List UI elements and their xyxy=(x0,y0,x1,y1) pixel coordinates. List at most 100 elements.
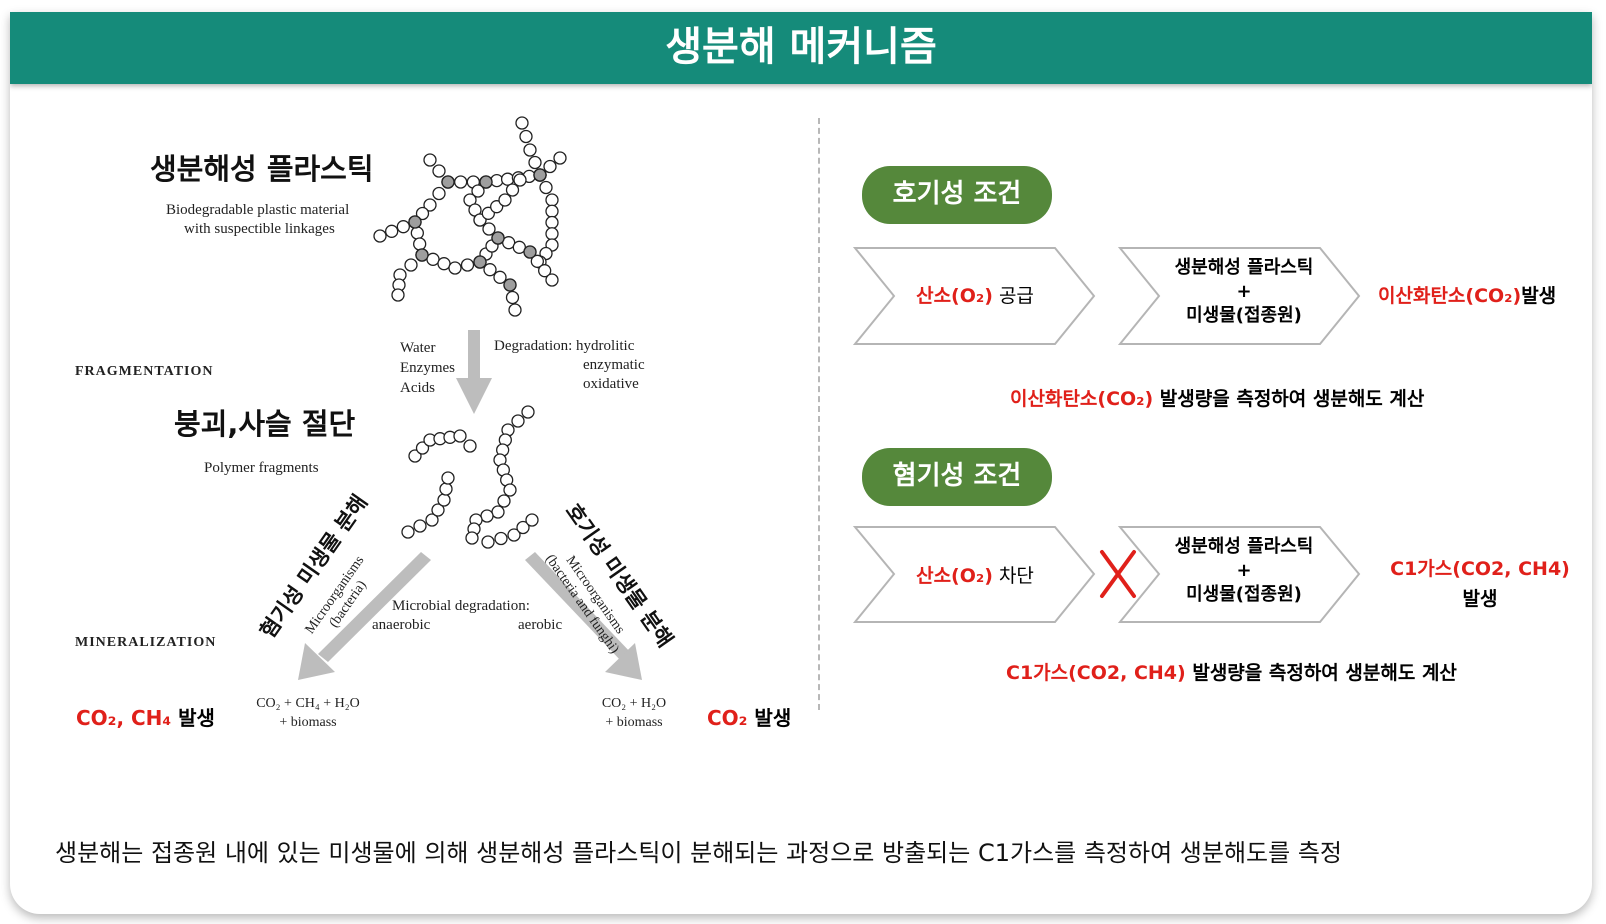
bead xyxy=(491,231,505,245)
bead xyxy=(505,290,520,305)
bead xyxy=(511,414,525,428)
bead xyxy=(507,528,521,542)
bead xyxy=(513,173,527,187)
bead xyxy=(385,224,399,238)
anaerobic-note-gas: C1가스(CO2, CH4) xyxy=(1006,662,1186,684)
bead xyxy=(494,531,508,546)
bead xyxy=(503,278,517,292)
bead xyxy=(426,252,440,266)
polymer-network-illustration xyxy=(373,116,567,317)
bead xyxy=(473,255,487,269)
bead xyxy=(413,519,427,533)
bead xyxy=(425,513,439,527)
bead xyxy=(523,245,537,259)
bead xyxy=(503,483,517,497)
right-emission-word: 발생 xyxy=(747,706,792,730)
bead xyxy=(498,193,512,207)
collapse-title: 붕괴,사슬 절단 xyxy=(174,407,356,441)
left-emission: CO₂, CH₄ 발생 xyxy=(76,702,215,731)
bead xyxy=(553,151,567,165)
right-emission-gas: CO₂ xyxy=(707,706,748,730)
agents-list: Water Enzymes Acids xyxy=(400,338,455,398)
left-products-1: CO₂ + CH₄ + H₂O xyxy=(256,696,360,711)
bead xyxy=(515,116,529,130)
anaerobic-mix-plus: + xyxy=(1236,560,1252,581)
bead xyxy=(497,494,511,508)
agent-enzymes: Enzymes xyxy=(400,360,455,376)
anaerobic-label: anaerobic xyxy=(372,617,431,633)
bead xyxy=(530,254,544,268)
bead xyxy=(415,441,430,455)
bead xyxy=(491,505,505,519)
left-products: CO₂ + CH₄ + H₂O + biomass xyxy=(238,694,378,732)
section-divider xyxy=(818,118,820,710)
degradation-oxidative: oxidative xyxy=(583,376,639,392)
bead xyxy=(432,164,446,178)
anaerobic-result: C1가스(CO2, CH4) 발생 xyxy=(1380,554,1580,614)
anaerobic-mix-microbe: 미생물(접종원) xyxy=(1186,584,1302,605)
bead xyxy=(401,525,415,539)
right-products-1: CO₂ + H₂O xyxy=(601,696,667,711)
bead xyxy=(482,222,496,236)
bead xyxy=(437,257,451,271)
bead xyxy=(415,206,430,221)
anaerobic-mix-text: 생분해성 플라스틱 + 미생물(접종원) xyxy=(1139,535,1349,607)
anaerobic-note-text: 발생량을 측정하여 생분해도 계산 xyxy=(1185,662,1457,684)
bead xyxy=(423,153,437,167)
aerobic-mix-microbe: 미생물(접종원) xyxy=(1186,305,1302,326)
anaerobic-oxygen-text: 산소(O₂) 차단 xyxy=(885,561,1065,588)
right-products: CO₂ + H₂O + biomass xyxy=(584,694,684,732)
bead xyxy=(521,405,535,419)
plastic-title: 생분해성 플라스틱 xyxy=(150,152,374,186)
aerobic-condition-pill: 호기성 조건 xyxy=(862,166,1052,224)
bead xyxy=(479,175,493,189)
right-emission: CO₂ 발생 xyxy=(707,702,791,731)
degradation-arrow xyxy=(456,330,492,414)
anaerobic-arrow xyxy=(298,552,431,680)
bead xyxy=(545,227,559,241)
bead xyxy=(519,129,533,144)
bead xyxy=(396,220,410,234)
aerobic-note-gas: 이산화탄소(CO₂) xyxy=(1010,388,1154,410)
bead xyxy=(523,143,537,157)
aerobic-result-gas: 이산화탄소(CO₂) xyxy=(1378,285,1522,307)
bead xyxy=(431,503,445,517)
left-products-2: + biomass xyxy=(279,715,337,730)
aerobic-supply: 공급 xyxy=(992,285,1034,307)
bead xyxy=(508,303,522,317)
anaerobic-note: C1가스(CO2, CH4) 발생량을 측정하여 생분해도 계산 xyxy=(1006,658,1457,685)
anaerobic-result-word: 발생 xyxy=(1462,588,1498,610)
aerobic-oxygen-chevron xyxy=(852,247,1096,345)
bead xyxy=(441,471,455,485)
bead xyxy=(423,198,437,212)
bead xyxy=(543,159,557,174)
page-title: 생분해 메커니즘 xyxy=(10,12,1592,84)
bead xyxy=(415,248,429,262)
anaerobic-condition-pill: 혐기성 조건 xyxy=(862,448,1052,506)
bead xyxy=(545,273,559,287)
aerobic-result: 이산화탄소(CO₂)발생 xyxy=(1378,281,1556,308)
anaerobic-block: 차단 xyxy=(992,565,1034,587)
bead xyxy=(505,183,520,197)
fragmentation-label: FRAGMENTATION xyxy=(75,364,214,379)
anaerobic-mix-plastic: 생분해성 플라스틱 xyxy=(1174,536,1314,557)
bead xyxy=(533,168,547,182)
bead xyxy=(463,439,477,453)
plastic-desc-1: Biodegradable plastic material xyxy=(166,202,350,218)
aerobic-mix-chevron xyxy=(1117,247,1361,345)
bead xyxy=(460,258,475,272)
bead xyxy=(465,531,479,545)
bead xyxy=(545,204,559,218)
aerobic-oxygen-text: 산소(O₂) 공급 xyxy=(885,281,1065,308)
bead xyxy=(408,449,422,463)
bead xyxy=(448,261,462,275)
bead xyxy=(432,186,446,201)
mineralization-label: MINERALIZATION xyxy=(75,635,217,650)
bead xyxy=(391,288,405,302)
bead xyxy=(410,226,424,240)
aerobic-result-word: 발생 xyxy=(1521,285,1557,307)
bead xyxy=(516,520,530,535)
bead xyxy=(539,180,553,195)
bead xyxy=(413,237,427,251)
